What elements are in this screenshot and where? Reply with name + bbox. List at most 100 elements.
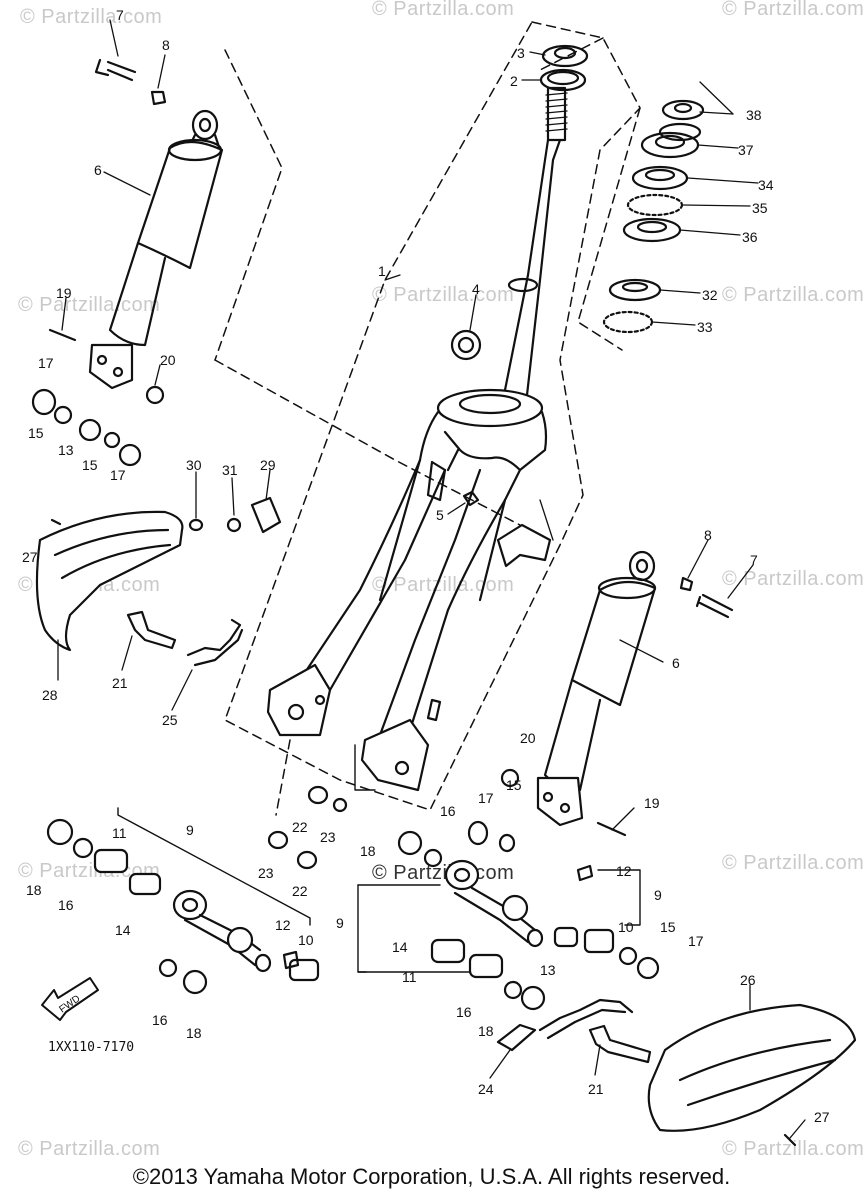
- callout: 27: [814, 1109, 830, 1125]
- callout: 19: [644, 795, 660, 811]
- callout: 9: [654, 887, 662, 903]
- callout: 15: [506, 777, 522, 793]
- forward-arrow-icon: [41, 977, 99, 1021]
- axle-bolts: [126, 610, 652, 1064]
- callout: 16: [440, 803, 456, 819]
- callout: 6: [672, 655, 680, 671]
- callout: 14: [392, 939, 408, 955]
- callout: 9: [336, 915, 344, 931]
- watermark: © Partzilla.com: [18, 1138, 161, 1160]
- callout: 18: [360, 843, 376, 859]
- callout: 11: [112, 825, 127, 841]
- callout: 32: [702, 287, 718, 303]
- callout: 18: [478, 1023, 494, 1039]
- watermark: © Partzilla.com: [722, 1138, 863, 1160]
- callout: 22: [292, 819, 308, 835]
- callout: 6: [94, 162, 102, 178]
- brackets: [186, 618, 634, 1052]
- fender-right: [647, 1003, 857, 1147]
- callout: 13: [58, 442, 74, 458]
- copyright-notice: ©2013 Yamaha Motor Corporation, U.S.A. A…: [132, 1164, 731, 1189]
- callout: 5: [436, 507, 444, 523]
- callout: 17: [688, 933, 704, 949]
- watermark: © Partzilla.com: [18, 294, 161, 316]
- callout: 15: [82, 457, 98, 473]
- callout: 12: [616, 863, 632, 879]
- callout: 29: [260, 457, 276, 473]
- callout: 22: [292, 883, 308, 899]
- watermark: © Partzilla.com: [20, 6, 163, 28]
- callout: 30: [186, 457, 202, 473]
- watermark: © Partzilla.com: [372, 574, 515, 596]
- callout: 14: [115, 922, 131, 938]
- callout: 38: [746, 107, 762, 123]
- callout: 21: [112, 675, 128, 691]
- shock-bracket: [496, 523, 552, 568]
- callout: 10: [298, 932, 314, 948]
- watermark: © Partzilla.com: [372, 284, 515, 306]
- callout: 20: [160, 352, 176, 368]
- shock-absorber-left: [48, 58, 224, 390]
- assembly-outline-front-fork: [214, 21, 641, 816]
- callout-labels: 7 8 6 19 17 20 15 13 15 17 30 31 29 27 2…: [22, 7, 830, 1125]
- leader-lines: [57, 19, 806, 1139]
- collar-5: [462, 490, 480, 507]
- nuts-and-collars: [31, 385, 520, 870]
- callout: 4: [472, 281, 480, 297]
- callout: 1: [378, 263, 386, 279]
- callout: 25: [162, 712, 178, 728]
- callout: 8: [704, 527, 712, 543]
- callout: 17: [38, 355, 54, 371]
- callout: 15: [660, 919, 676, 935]
- callout: 7: [750, 552, 758, 568]
- callout: 20: [520, 730, 536, 746]
- callout: 8: [162, 37, 170, 53]
- callout: 16: [152, 1012, 168, 1028]
- callout: 9: [186, 822, 194, 838]
- callout: 37: [738, 142, 754, 158]
- watermark: © Partzilla.com: [722, 852, 863, 874]
- callout: 28: [42, 687, 58, 703]
- callout: 17: [110, 467, 126, 483]
- callout: 23: [320, 829, 336, 845]
- callout: 16: [58, 897, 74, 913]
- watermark: © Partzilla.com: [722, 568, 863, 590]
- bearing-stack: [450, 44, 705, 361]
- callout: 34: [758, 177, 774, 193]
- watermark: © Partzilla.com: [722, 284, 863, 306]
- watermark: © Partzilla.com: [372, 0, 515, 20]
- callout: 21: [588, 1081, 604, 1097]
- callout: 19: [56, 285, 72, 301]
- callout: 16: [456, 1004, 472, 1020]
- callout: 23: [258, 865, 274, 881]
- callout: 13: [540, 962, 556, 978]
- callout: 33: [697, 319, 713, 335]
- fork-leg-right: [360, 468, 507, 792]
- shock-absorber-right: [536, 550, 734, 837]
- callout: 24: [478, 1081, 494, 1097]
- callout: 3: [517, 45, 525, 61]
- callout: 2: [510, 73, 518, 89]
- callout: 7: [116, 7, 124, 23]
- callout: 26: [740, 972, 756, 988]
- fender-left: [35, 510, 184, 652]
- watermark: © Partzilla.com: [722, 0, 863, 20]
- callout: 12: [275, 917, 291, 933]
- diagram-code: 1XX110-7170: [48, 1040, 135, 1055]
- callout: 17: [478, 790, 494, 806]
- callout: 36: [742, 229, 758, 245]
- callout: 31: [222, 462, 238, 478]
- callout: 15: [28, 425, 44, 441]
- callout: 27: [22, 549, 38, 565]
- fork-leg-left: [266, 458, 447, 737]
- callout: 18: [26, 882, 42, 898]
- callout: 35: [752, 200, 768, 216]
- assembly-brackets: [117, 744, 641, 973]
- steering-stem: [503, 86, 568, 397]
- link-arm-left: [46, 818, 320, 995]
- callout: 10: [618, 919, 634, 935]
- callout: 18: [186, 1025, 202, 1041]
- callout: 11: [402, 969, 417, 985]
